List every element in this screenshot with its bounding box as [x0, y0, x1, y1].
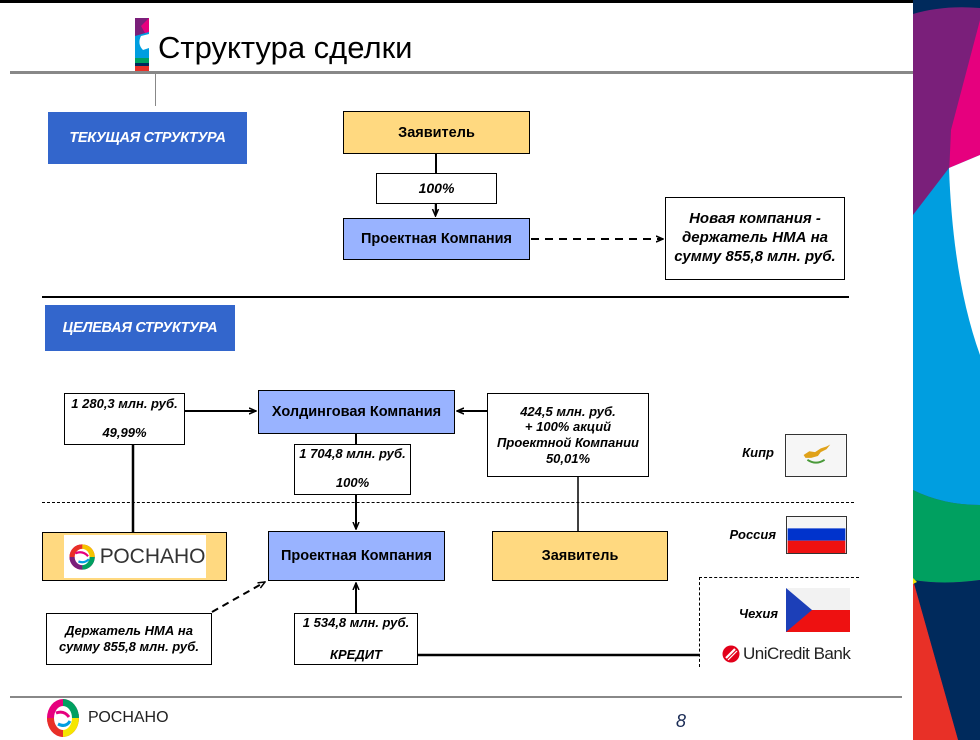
new-company-ip-holder-box: Новая компания - держатель НМА на сумму …	[665, 197, 845, 280]
country-label-czech: Чехия	[738, 606, 778, 621]
title-accent-icon	[135, 18, 149, 73]
connector-line	[435, 154, 437, 174]
slide-title: Структура сделки	[158, 30, 413, 65]
title-divider-tick	[155, 74, 156, 106]
section-divider	[42, 296, 849, 298]
country-label-russia: Россия	[729, 527, 777, 542]
brand-decoration-strip	[913, 0, 980, 740]
rusnano-box: РОСНАНО	[42, 532, 227, 581]
ip-holder-line-1: Держатель НМА на	[65, 623, 193, 639]
czech-flag-icon	[786, 588, 850, 632]
title-divider	[10, 71, 913, 74]
footer-divider	[10, 696, 902, 698]
ip-holder-box: Держатель НМА на сумму 855,8 млн. руб.	[46, 613, 212, 665]
credit-box: 1 534,8 млн. руб. КРЕДИТ	[294, 613, 418, 665]
unicredit-logo-icon	[722, 645, 740, 663]
applicant-contribution-line-2: + 100% акций	[524, 419, 612, 435]
target-project-company-box: Проектная Компания	[268, 531, 445, 581]
applicant-contribution-line-1: 424,5 млн. руб.	[520, 403, 616, 419]
jurisdiction-divider	[42, 502, 854, 503]
applicant-contribution-box: 424,5 млн. руб. + 100% акций Проектной К…	[487, 393, 649, 477]
current-applicant-box: Заявитель	[343, 111, 530, 154]
arrow-ip-holder-to-project	[211, 582, 265, 613]
footer-rusnano-logo-icon	[47, 699, 79, 737]
country-label-cyprus: Кипр	[742, 445, 774, 460]
applicant-contribution-line-4: 50,01%	[545, 450, 591, 466]
target-structure-label: ЦЕЛЕВАЯ СТРУКТУРА	[45, 305, 235, 351]
top-bar	[0, 0, 980, 3]
target-applicant-box: Заявитель	[492, 531, 668, 581]
footer-logo: РОСНАНО	[44, 698, 169, 738]
page-number: 8	[676, 711, 687, 731]
new-company-line-3: сумму 855,8 млн. руб.	[674, 247, 836, 265]
connector-line	[435, 204, 437, 214]
holding-to-project-amount: 1 704,8 млн. руб.	[299, 446, 406, 461]
holding-company-box: Холдинговая Компания	[258, 390, 455, 434]
rusnano-logo: РОСНАНО	[63, 535, 206, 578]
applicant-contribution-line-3: Проектной Компании	[497, 435, 639, 450]
cyprus-flag-icon	[785, 434, 847, 477]
credit-amount: 1 534,8 млн. руб.	[302, 615, 410, 630]
current-ownership-label: 100%	[376, 173, 497, 204]
holding-to-project-share: 100%	[335, 475, 370, 491]
czech-region-outline	[699, 577, 859, 667]
current-project-company-box: Проектная Компания	[343, 218, 530, 260]
new-company-line-1: Новая компания -	[689, 210, 821, 228]
rusnano-contribution-box: 1 280,3 млн. руб. 49,99%	[64, 393, 185, 445]
ip-holder-line-2: сумму 855,8 млн. руб.	[59, 639, 199, 654]
new-company-line-2: держатель НМА на	[682, 229, 828, 247]
credit-label: КРЕДИТ	[329, 647, 382, 663]
holding-to-project-box: 1 704,8 млн. руб. 100%	[294, 444, 411, 495]
unicredit-logo: UniCredit Bank	[722, 644, 851, 664]
russia-flag-icon	[786, 516, 847, 554]
current-structure-label: ТЕКУЩАЯ СТРУКТУРА	[48, 112, 247, 164]
bank-name: UniCredit Bank	[743, 644, 851, 663]
footer-logo-text: РОСНАНО	[88, 709, 169, 726]
rusnano-contribution-amount: 1 280,3 млн. руб.	[71, 396, 178, 411]
rusnano-contribution-share: 49,99%	[102, 425, 147, 441]
rusnano-logo-icon	[68, 543, 95, 570]
rusnano-logo-text: РОСНАНО	[99, 544, 206, 568]
